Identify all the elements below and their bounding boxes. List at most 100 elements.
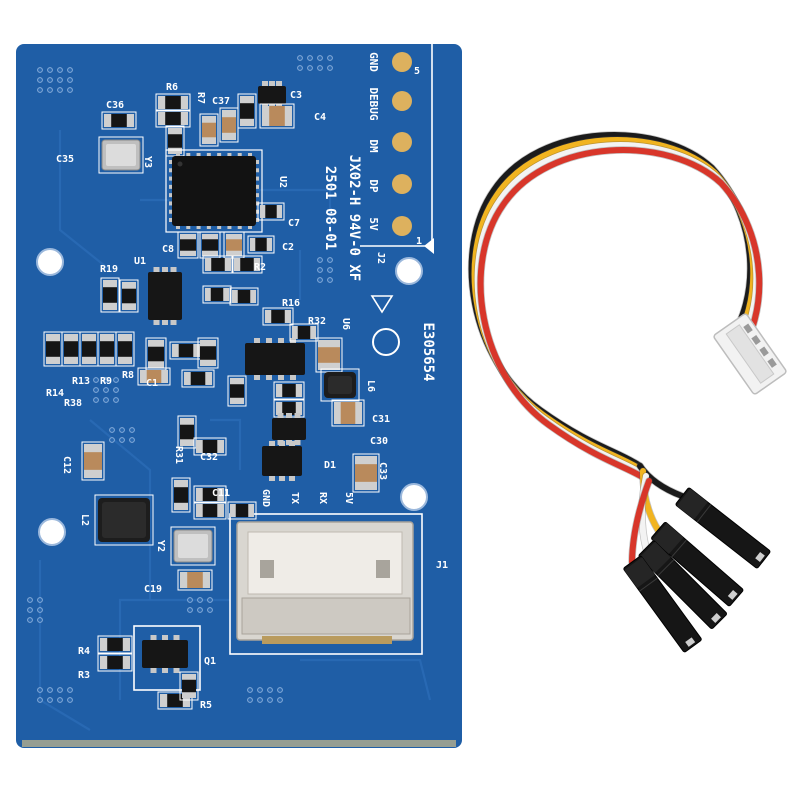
resistor: [202, 285, 232, 304]
ref-label: C7: [288, 218, 300, 229]
ic-pin: [255, 176, 259, 181]
component-outline: [231, 255, 263, 274]
via: [57, 87, 63, 93]
pin1-triangle: [424, 238, 434, 254]
component-outline: [98, 136, 144, 174]
capacitor-body: [222, 117, 236, 133]
via: [129, 437, 135, 443]
resistor-body: [100, 341, 114, 357]
header-pin-label: GND: [367, 52, 380, 72]
ic-pin: [255, 193, 259, 198]
ref-label: R5: [200, 700, 212, 711]
reference-designators: C36 R6 R7 C37 C3 C4 C35 Y3 U2 C8 C2 C7 R…: [46, 82, 390, 711]
ic-leg: [279, 475, 285, 481]
ic-pin: [217, 225, 222, 229]
resistor: [43, 331, 63, 367]
via: [297, 65, 303, 71]
jst-plug: [713, 313, 787, 395]
resistor: [165, 125, 185, 157]
ref-label: R7: [195, 92, 206, 104]
ic-pin: [169, 160, 173, 164]
via: [67, 77, 73, 83]
ic-leg: [286, 413, 292, 419]
crystal-top: [178, 534, 208, 558]
via: [297, 55, 303, 61]
ic-body: [245, 343, 305, 375]
capacitor-body: [318, 347, 340, 363]
ic-leg: [279, 441, 285, 447]
resistor: [202, 255, 234, 274]
resistor-body: [255, 238, 267, 251]
jumper-cable: [467, 131, 787, 653]
dupont-socket-hole: [727, 589, 738, 600]
via: [327, 55, 333, 61]
ic-pin: [255, 209, 259, 214]
component-outline: [177, 415, 197, 449]
via: [327, 277, 333, 283]
ic-pin: [248, 153, 252, 157]
ic-pin: [169, 176, 173, 181]
ic-pin: [206, 153, 211, 157]
resistor: [61, 331, 81, 367]
via: [317, 267, 323, 273]
resistor: [155, 93, 191, 112]
via: [67, 697, 73, 703]
component-outline: [177, 569, 213, 591]
ic-leg: [254, 338, 260, 344]
component-outline: [197, 337, 219, 369]
resistor-body: [202, 488, 218, 501]
via: [57, 697, 63, 703]
jst-plug-slot: [751, 334, 761, 345]
ref-label: R2: [254, 262, 266, 273]
ref-label: C35: [56, 154, 74, 165]
component-outline: [119, 279, 139, 313]
dupont-crimp-window: [676, 488, 708, 520]
via: [93, 397, 99, 403]
via: [257, 687, 263, 693]
via: [37, 617, 43, 623]
header-j2: GND DEBUG DM DP 5V J2 5 1: [360, 44, 434, 264]
capacitor-body: [84, 452, 102, 470]
qfn-chip: [165, 149, 263, 233]
ic-leg: [269, 475, 275, 481]
resistor-body: [210, 288, 224, 301]
via: [37, 607, 43, 613]
connector-pin-label: RX: [317, 492, 328, 504]
resistor: [237, 93, 257, 129]
resistor: [193, 501, 227, 520]
ic-pin: [255, 218, 259, 222]
ic-pin: [169, 193, 173, 198]
resistor-body: [282, 384, 296, 397]
ic-pin: [248, 225, 252, 229]
resistor-body: [118, 341, 132, 357]
ref-label: R8: [122, 370, 134, 381]
via: [47, 687, 53, 693]
resistor-body: [174, 487, 188, 503]
resistor: [193, 437, 227, 456]
wire-loop: [467, 131, 764, 485]
resistor-body: [282, 402, 296, 415]
ic-body: [172, 156, 256, 226]
dupont-headers: [623, 487, 771, 653]
ic-pin: [206, 225, 211, 229]
component-outline: [100, 277, 120, 313]
capacitor: [219, 107, 239, 143]
dupont-socket-hole: [711, 613, 721, 623]
resistor: [227, 375, 247, 407]
via: [57, 687, 63, 693]
capacitor-body: [340, 402, 356, 424]
via: [93, 387, 99, 393]
component-outline: [171, 477, 191, 513]
resistor-body: [82, 341, 96, 357]
wire-red: [477, 147, 763, 484]
resistor-body: [200, 346, 216, 360]
ic-pin: [255, 160, 259, 164]
ic-pin: [169, 218, 173, 222]
dupont-header: [623, 555, 702, 653]
mounting-hole: [38, 518, 66, 546]
ic-pin: [176, 153, 180, 157]
ic-leg: [294, 439, 301, 445]
inductor-top: [102, 502, 146, 538]
ref-label: C4: [314, 112, 326, 123]
